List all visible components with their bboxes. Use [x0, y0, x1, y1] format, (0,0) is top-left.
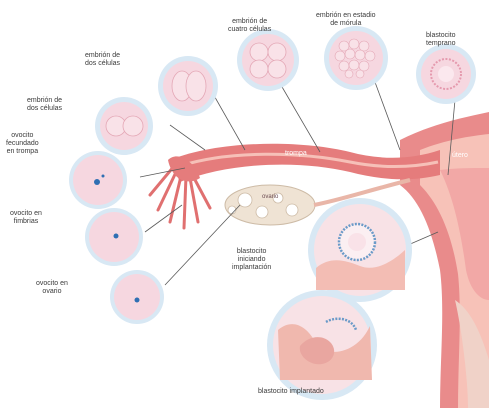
label-ovario: ovario — [262, 193, 278, 201]
ovary — [225, 185, 315, 225]
circle-ovocito-trompa — [69, 151, 127, 209]
circle-blastocito-temprano — [416, 44, 476, 104]
circle-ovocito-ovario — [110, 270, 164, 324]
circle-embrion-cuatro — [237, 29, 299, 91]
label-blastocito-implantado: blastocito implantado — [258, 388, 324, 396]
circle-embrion-dos-1 — [95, 97, 153, 155]
circle-blastocito-implantado — [267, 290, 377, 400]
circle-embrion-dos-2 — [158, 56, 218, 116]
label-trompa: trompa — [285, 150, 307, 158]
circle-ovocito-fimbrias — [85, 208, 143, 266]
circle-morula — [324, 26, 388, 90]
circle-blastocito-iniciando — [308, 198, 412, 302]
label-utero: útero — [452, 152, 468, 160]
